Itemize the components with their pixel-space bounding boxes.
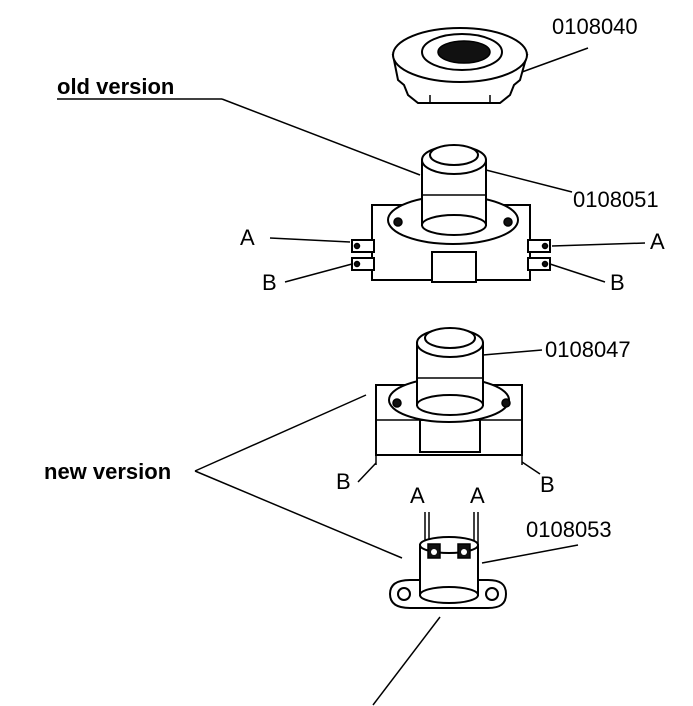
sealing-ring-part xyxy=(391,27,529,104)
old-thermostat-leader-line xyxy=(485,169,573,193)
new-thermostat-part xyxy=(388,512,508,609)
part-number-0108051: 0108051 xyxy=(573,187,659,212)
new-terminal-b-right: B xyxy=(540,472,555,497)
new-version-leader-lower xyxy=(194,470,403,559)
old-thermostat-part xyxy=(351,144,551,283)
new-thermostat-holder-part xyxy=(375,327,523,465)
new-terminal-b-left: B xyxy=(336,469,351,494)
old-terminal-a-right: A xyxy=(650,229,665,254)
old-terminal-b-right: B xyxy=(610,270,625,295)
old-terminal-b-left: B xyxy=(262,270,277,295)
new-terminal-a-left: A xyxy=(410,483,425,508)
new-version-leader-upper xyxy=(194,394,367,472)
new-version-label: new version xyxy=(44,459,171,484)
old-b-right-leader xyxy=(549,263,606,283)
old-version-leader-line xyxy=(221,98,421,176)
old-terminal-a-left: A xyxy=(240,225,255,250)
part-number-0108047: 0108047 xyxy=(545,337,631,362)
new-thermostat-leader-line xyxy=(481,544,579,564)
ring-leader-line xyxy=(521,47,589,73)
part-number-0108053: 0108053 xyxy=(526,517,612,542)
new-thermostat-bottom-leader xyxy=(372,616,441,706)
new-b-right-leader xyxy=(521,461,541,475)
old-b-left-leader xyxy=(284,263,353,283)
new-holder-leader-line xyxy=(482,349,543,356)
old-a-right-leader xyxy=(551,242,646,247)
old-a-left-leader xyxy=(269,237,351,243)
new-terminal-a-right: A xyxy=(470,483,485,508)
new-b-left-leader xyxy=(357,462,377,483)
old-version-label: old version xyxy=(57,74,174,99)
part-number-0108040: 0108040 xyxy=(552,14,638,39)
